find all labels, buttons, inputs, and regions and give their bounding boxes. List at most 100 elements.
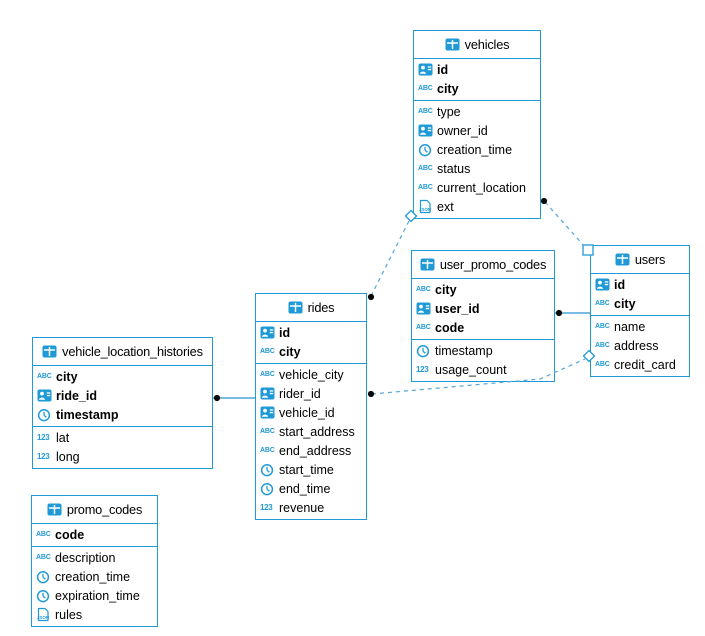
relation-endpoint-dot	[555, 309, 563, 317]
abc-text-type-icon: ABC	[418, 108, 433, 115]
entity-header[interactable]: vehicle_location_histories	[33, 338, 212, 366]
timestamp-clock-icon	[37, 408, 56, 422]
table-icon	[47, 503, 62, 516]
entity-header[interactable]: rides	[256, 294, 366, 322]
column-row-timestamp[interactable]: timestamp	[33, 405, 212, 424]
column-row-rider_id[interactable]: rider_id	[256, 384, 366, 403]
column-row-vehicle_id[interactable]: vehicle_id	[256, 403, 366, 422]
entity-header[interactable]: user_promo_codes	[412, 251, 554, 279]
id-badge-icon	[37, 389, 56, 402]
column-row-start_time[interactable]: start_time	[256, 460, 366, 479]
abc-text-type-icon: ABC	[36, 531, 51, 538]
column-row-end_time[interactable]: end_time	[256, 479, 366, 498]
id-badge-icon	[260, 406, 279, 419]
column-name: id	[614, 277, 626, 292]
id-badge-icon	[418, 63, 437, 76]
abc-text-type-icon: ABC	[418, 165, 433, 172]
column-name: creation_time	[55, 569, 131, 584]
column-row-city[interactable]: ABC city	[591, 294, 689, 313]
column-name: city	[56, 369, 78, 384]
column-row-id[interactable]: id	[256, 323, 366, 342]
column-row-owner_id[interactable]: owner_id	[414, 121, 540, 140]
column-row-address[interactable]: ABC address	[591, 336, 689, 355]
column-name: start_time	[279, 462, 334, 477]
column-row-status[interactable]: ABC status	[414, 159, 540, 178]
column-row-timestamp[interactable]: timestamp	[412, 341, 554, 360]
id-badge-icon	[416, 302, 435, 315]
relation-line-vehicles-users[interactable]	[544, 201, 586, 248]
column-name: city	[437, 81, 459, 96]
column-name: city	[435, 282, 457, 297]
table-icon	[445, 38, 460, 51]
column-name: end_address	[279, 443, 352, 458]
column-name: id	[279, 325, 291, 340]
entity-header[interactable]: users	[591, 246, 689, 274]
abc-text-type-icon: ABC	[595, 342, 610, 349]
column-name: usage_count	[435, 362, 507, 377]
column-row-ride_id[interactable]: ride_id	[33, 386, 212, 405]
column-row-expiration_time[interactable]: expiration_time	[32, 586, 157, 605]
abc-text-type-icon: ABC	[260, 447, 275, 454]
abc-text-type-icon: ABC	[260, 428, 275, 435]
column-row-creation_time[interactable]: creation_time	[414, 140, 540, 159]
abc-text-type-icon: ABC	[416, 324, 431, 331]
column-row-end_address[interactable]: ABC end_address	[256, 441, 366, 460]
column-name: owner_id	[437, 123, 488, 138]
column-row-usage_count[interactable]: 123 usage_count	[412, 360, 554, 379]
entity-header[interactable]: vehicles	[414, 31, 540, 59]
table-icon	[288, 301, 303, 314]
abc-text-type-icon: ABC	[595, 300, 610, 307]
entity-title: promo_codes	[66, 502, 143, 517]
column-name: description	[55, 550, 116, 565]
timestamp-clock-icon	[418, 143, 437, 157]
entity-header[interactable]: promo_codes	[32, 496, 157, 524]
column-name: user_id	[435, 301, 480, 316]
column-name: vehicle_city	[279, 367, 344, 382]
relation-line-rides-vehicles[interactable]	[370, 220, 410, 297]
id-badge-icon	[595, 278, 614, 291]
column-name: rules	[55, 607, 83, 622]
column-name: credit_card	[614, 357, 676, 372]
svg-text:JSON: JSON	[37, 615, 50, 620]
column-name: city	[614, 296, 636, 311]
column-name: address	[614, 338, 659, 353]
number-123-type-icon: 123	[416, 364, 429, 374]
column-name: lat	[56, 430, 70, 445]
column-row-id[interactable]: id	[591, 275, 689, 294]
column-row-id[interactable]: id	[414, 60, 540, 79]
column-row-creation_time[interactable]: creation_time	[32, 567, 157, 586]
column-name: status	[437, 161, 471, 176]
column-row-user_id[interactable]: user_id	[412, 299, 554, 318]
abc-text-type-icon: ABC	[260, 348, 275, 355]
column-row-rules[interactable]: JSON rules	[32, 605, 157, 624]
